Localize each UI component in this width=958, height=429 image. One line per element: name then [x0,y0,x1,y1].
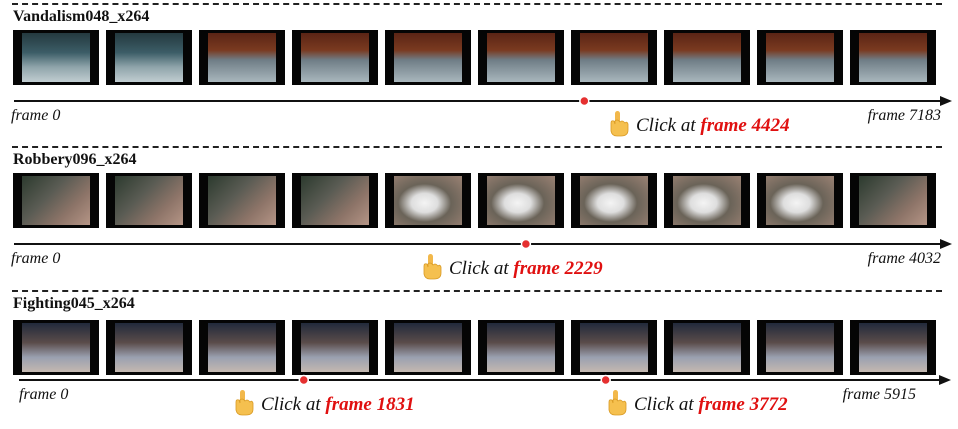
video-frame [664,173,750,228]
timeline-arrow [14,239,952,249]
click-annotation: Click at frame 3772 [606,390,788,416]
video-frame [13,320,99,375]
frame-strip [13,320,941,375]
end-frame-label: frame 4032 [867,250,941,267]
video-panel-robbery: Robbery096_x264 frame 0 frame 4032 Click… [0,146,958,280]
start-frame-label: frame 0 [19,386,69,403]
pointing-hand-icon [233,390,255,416]
video-frame [478,320,564,375]
video-frame [292,30,378,85]
video-frame [292,320,378,375]
click-frame: frame 1831 [325,394,415,415]
click-frame: frame 2229 [513,258,603,279]
click-markers [579,95,590,107]
video-frame [106,30,192,85]
video-frame [478,173,564,228]
start-frame-label: frame 0 [11,250,61,267]
video-frame [199,173,285,228]
video-panel-vandalism: Vandalism048_x264 frame 0 frame 7183 Cli… [0,3,958,137]
click-markers [520,238,532,250]
panel-divider [12,146,942,148]
end-frame-label: frame 5915 [842,386,916,403]
timeline [19,374,951,386]
video-frame [850,320,936,375]
video-title: Robbery096_x264 [13,151,137,168]
video-title: Fighting045_x264 [13,295,135,312]
start-frame-label: frame 0 [11,107,61,124]
video-frame [664,320,750,375]
panel-divider [12,290,942,292]
click-prefix: Click at [636,115,696,136]
video-frame [757,173,843,228]
video-frame [385,173,471,228]
video-frame [571,173,657,228]
click-annotation: Click at frame 1831 [233,390,415,416]
timeline [14,238,952,250]
click-frame: frame 3772 [698,394,788,415]
video-frame [106,320,192,375]
pointing-hand-icon [421,254,443,280]
video-panel-fighting: Fighting045_x264 frame 0 frame 5915 Clic… [0,290,958,429]
video-frame [199,30,285,85]
timeline [14,95,952,107]
click-prefix: Click at [634,394,694,415]
video-frame [664,30,750,85]
video-frame [385,320,471,375]
video-frame [385,30,471,85]
frame-strip [13,30,941,85]
timeline-arrow [19,375,951,385]
click-annotation: Click at frame 2229 [421,254,603,280]
video-frame [850,30,936,85]
video-frame [850,173,936,228]
click-prefix: Click at [449,258,509,279]
click-marker [600,374,611,386]
video-frame [13,173,99,228]
video-frame [292,173,378,228]
click-frame: frame 4424 [700,115,790,136]
video-frame [13,30,99,85]
video-frame [757,30,843,85]
video-frame [571,320,657,375]
video-frame [757,320,843,375]
end-frame-label: frame 7183 [867,107,941,124]
video-frame [478,30,564,85]
frame-strip [13,173,941,228]
video-frame [106,173,192,228]
panel-divider [12,3,942,5]
click-annotation: Click at frame 4424 [608,111,790,137]
click-marker [579,95,590,107]
pointing-hand-icon [606,390,628,416]
click-prefix: Click at [261,394,321,415]
click-marker [298,374,310,386]
video-frame [199,320,285,375]
video-title: Vandalism048_x264 [13,8,150,25]
click-markers [298,374,611,386]
click-marker [520,238,532,250]
video-frame [571,30,657,85]
timeline-arrow [14,96,952,106]
pointing-hand-icon [608,111,630,137]
